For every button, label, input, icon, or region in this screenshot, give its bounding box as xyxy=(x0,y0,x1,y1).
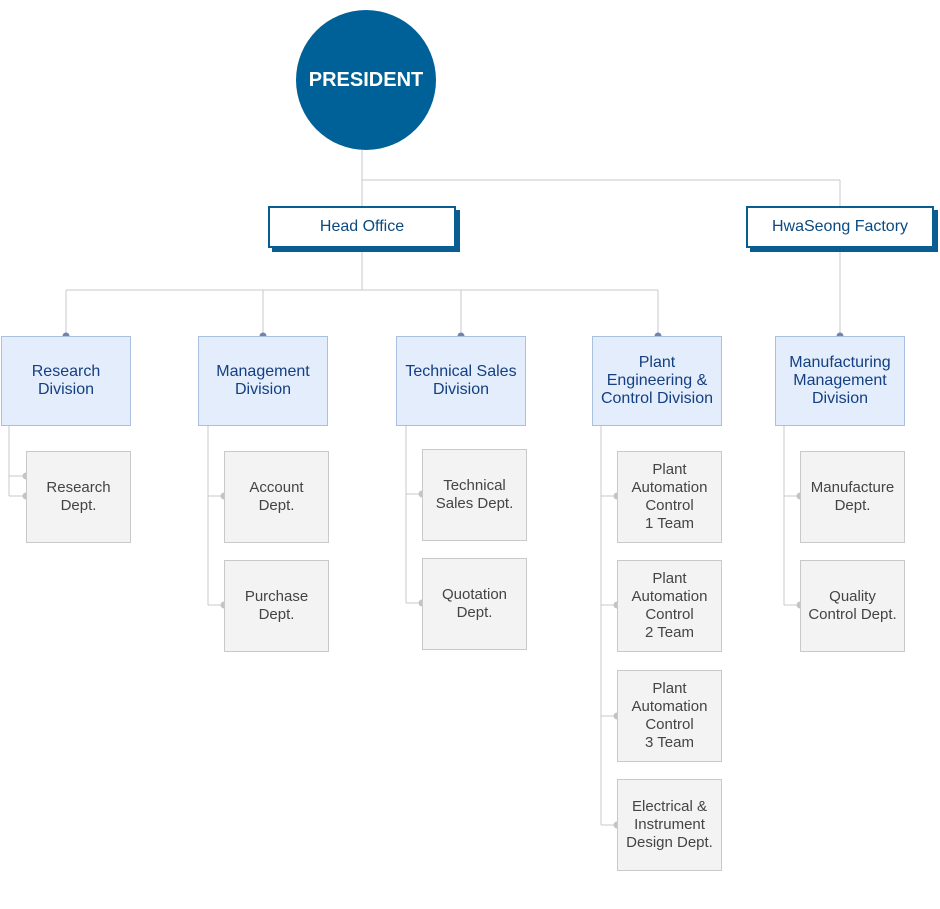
hwaseong-factory-node: HwaSeong Factory xyxy=(746,206,934,248)
dept-plant-automation-2: Plant Automation Control 2 Team xyxy=(617,560,722,652)
dept-label: Quality Control Dept. xyxy=(808,588,897,623)
division-management: Management Division xyxy=(198,336,328,426)
dept-label: Plant Automation Control 3 Team xyxy=(631,680,708,751)
hwaseong-factory-label: HwaSeong Factory xyxy=(771,218,909,235)
division-label: Management Division xyxy=(216,363,310,398)
division-label: Plant Engineering & Control Division xyxy=(600,354,714,407)
dept-plant-automation-1: Plant Automation Control 1 Team xyxy=(617,451,722,543)
dept-research: Research Dept. xyxy=(26,451,131,543)
division-label: Research Division xyxy=(31,363,101,398)
division-label: Technical Sales Division xyxy=(405,363,517,398)
president-label: PRESIDENT xyxy=(308,68,424,91)
division-label: Manufacturing Management Division xyxy=(789,354,891,407)
dept-plant-automation-3: Plant Automation Control 3 Team xyxy=(617,670,722,762)
dept-purchase: Purchase Dept. xyxy=(224,560,329,652)
head-office-node: Head Office xyxy=(268,206,456,248)
dept-label: Electrical & Instrument Design Dept. xyxy=(626,798,713,851)
division-research: Research Division xyxy=(1,336,131,426)
dept-label: Purchase Dept. xyxy=(244,588,309,623)
dept-label: Manufacture Dept. xyxy=(810,479,895,514)
president-node: PRESIDENT xyxy=(296,10,436,150)
division-manufacturing-management: Manufacturing Management Division xyxy=(775,336,905,426)
dept-electrical-instrument: Electrical & Instrument Design Dept. xyxy=(617,779,722,871)
dept-label: Plant Automation Control 1 Team xyxy=(631,461,708,532)
dept-technical-sales: Technical Sales Dept. xyxy=(422,449,527,541)
dept-label: Account Dept. xyxy=(249,479,304,514)
dept-manufacture: Manufacture Dept. xyxy=(800,451,905,543)
dept-label: Research Dept. xyxy=(46,479,111,514)
dept-label: Plant Automation Control 2 Team xyxy=(631,570,708,641)
dept-quotation: Quotation Dept. xyxy=(422,558,527,650)
division-technical-sales: Technical Sales Division xyxy=(396,336,526,426)
dept-label: Technical Sales Dept. xyxy=(435,477,514,512)
division-plant-engineering: Plant Engineering & Control Division xyxy=(592,336,722,426)
dept-account: Account Dept. xyxy=(224,451,329,543)
head-office-label: Head Office xyxy=(319,218,405,235)
dept-label: Quotation Dept. xyxy=(441,586,508,621)
dept-quality-control: Quality Control Dept. xyxy=(800,560,905,652)
